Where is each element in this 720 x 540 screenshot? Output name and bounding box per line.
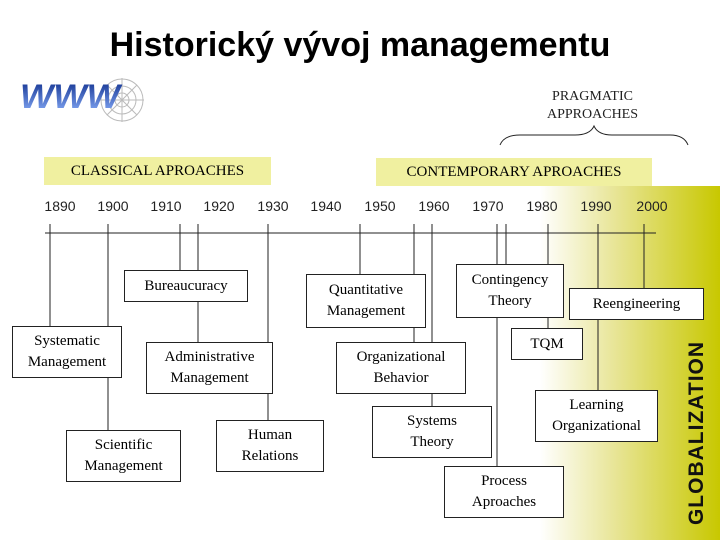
year-1890: 1890 bbox=[44, 198, 76, 214]
year-1900: 1900 bbox=[97, 198, 129, 214]
box-contingency-theory: Contingency Theory bbox=[456, 264, 564, 318]
year-1960: 1960 bbox=[418, 198, 450, 214]
box-human-relations: Human Relations bbox=[216, 420, 324, 472]
year-1920: 1920 bbox=[203, 198, 235, 214]
year-1940: 1940 bbox=[310, 198, 342, 214]
classical-approaches-banner: CLASSICAL APROACHES bbox=[44, 157, 271, 185]
box-administrative-management: Administrative Management bbox=[146, 342, 273, 394]
box-process-approaches: Process Aproaches bbox=[444, 466, 564, 518]
box-systems-theory: Systems Theory bbox=[372, 406, 492, 458]
year-1930: 1930 bbox=[257, 198, 289, 214]
year-1980: 1980 bbox=[526, 198, 558, 214]
pragmatic-approaches-label: PRAGMATIC APPROACHES bbox=[546, 89, 639, 122]
year-1970: 1970 bbox=[472, 198, 504, 214]
page-title: Historický vývoj managementu bbox=[109, 26, 611, 64]
box-organizational-behavior: Organizational Behavior bbox=[336, 342, 466, 394]
logo-text: WWW bbox=[20, 78, 123, 116]
year-1990: 1990 bbox=[580, 198, 612, 214]
www-logo: WWW bbox=[20, 78, 144, 122]
year-2000: 2000 bbox=[636, 198, 668, 214]
web-icon bbox=[100, 78, 144, 122]
box-learning-organizational: Learning Organizational bbox=[535, 390, 658, 442]
year-1910: 1910 bbox=[150, 198, 182, 214]
contemporary-approaches-banner: CONTEMPORARY APROACHES bbox=[376, 158, 652, 186]
box-tqm: TQM bbox=[511, 328, 583, 360]
pragmatic-brace bbox=[499, 124, 689, 146]
box-scientific-management: Scientific Management bbox=[66, 430, 181, 482]
box-systematic-management: Systematic Management bbox=[12, 326, 122, 378]
box-bureaucracy: Bureaucuracy bbox=[124, 270, 248, 302]
box-quantitative-management: Quantitative Management bbox=[306, 274, 426, 328]
box-reengineering: Reengineering bbox=[569, 288, 704, 320]
globalization-background bbox=[540, 186, 720, 540]
year-1950: 1950 bbox=[364, 198, 396, 214]
